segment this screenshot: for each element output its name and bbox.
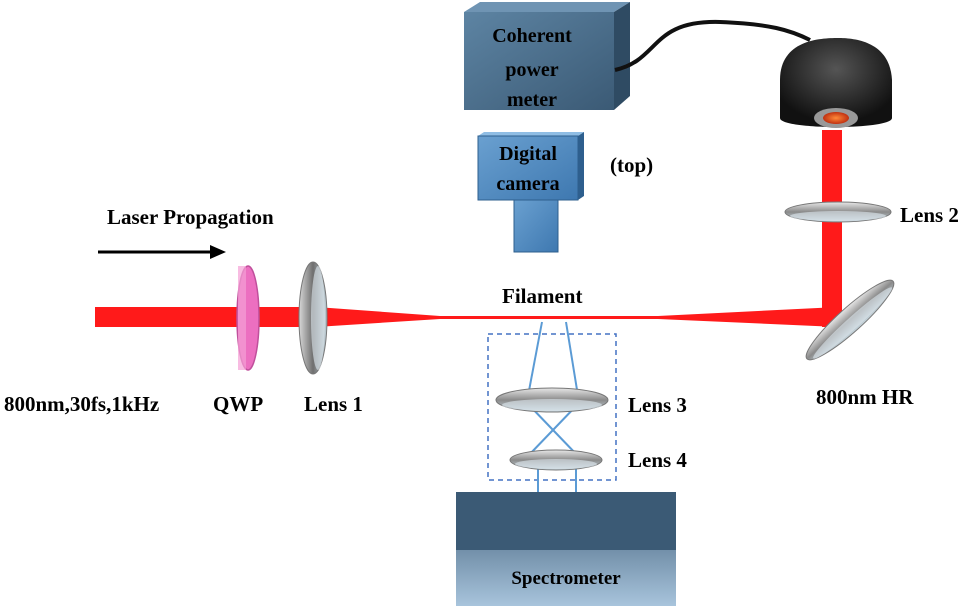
power-meter-line1: Coherent <box>492 25 572 47</box>
lens-1-label: Lens 1 <box>304 392 363 416</box>
hr-mirror-label: 800nm HR <box>816 385 914 409</box>
lens-2 <box>784 201 892 223</box>
camera-line2: camera <box>496 173 559 195</box>
qwp-label: QWP <box>213 392 263 416</box>
lens-3-label: Lens 3 <box>628 393 687 417</box>
propagation-arrow <box>98 245 226 259</box>
power-meter-line3: meter <box>507 89 557 111</box>
power-meter <box>464 2 630 110</box>
digital-camera <box>477 132 584 253</box>
power-detector-head <box>780 38 892 128</box>
spectrometer-label: Spectrometer <box>511 568 621 589</box>
camera-line1: Digital <box>499 143 557 165</box>
top-label: (top) <box>610 153 653 177</box>
power-meter-line2: power <box>505 59 558 81</box>
lens-2-label: Lens 2 <box>900 203 959 227</box>
laser-beam <box>95 130 842 327</box>
lens-3 <box>495 387 609 413</box>
lens-4-label: Lens 4 <box>628 448 687 472</box>
filament-label: Filament <box>502 284 582 308</box>
detector-cable <box>614 19 811 72</box>
collection-optics-box <box>487 333 617 481</box>
spectrometer <box>456 492 676 606</box>
qwp-waveplate <box>236 265 260 371</box>
hr-mirror <box>805 279 895 361</box>
collection-rays <box>527 321 579 492</box>
lens-1 <box>298 261 328 375</box>
source-label: 800nm,30fs,1kHz <box>4 392 159 416</box>
lens-4 <box>509 449 603 471</box>
laser-propagation-label: Laser Propagation <box>107 205 274 229</box>
